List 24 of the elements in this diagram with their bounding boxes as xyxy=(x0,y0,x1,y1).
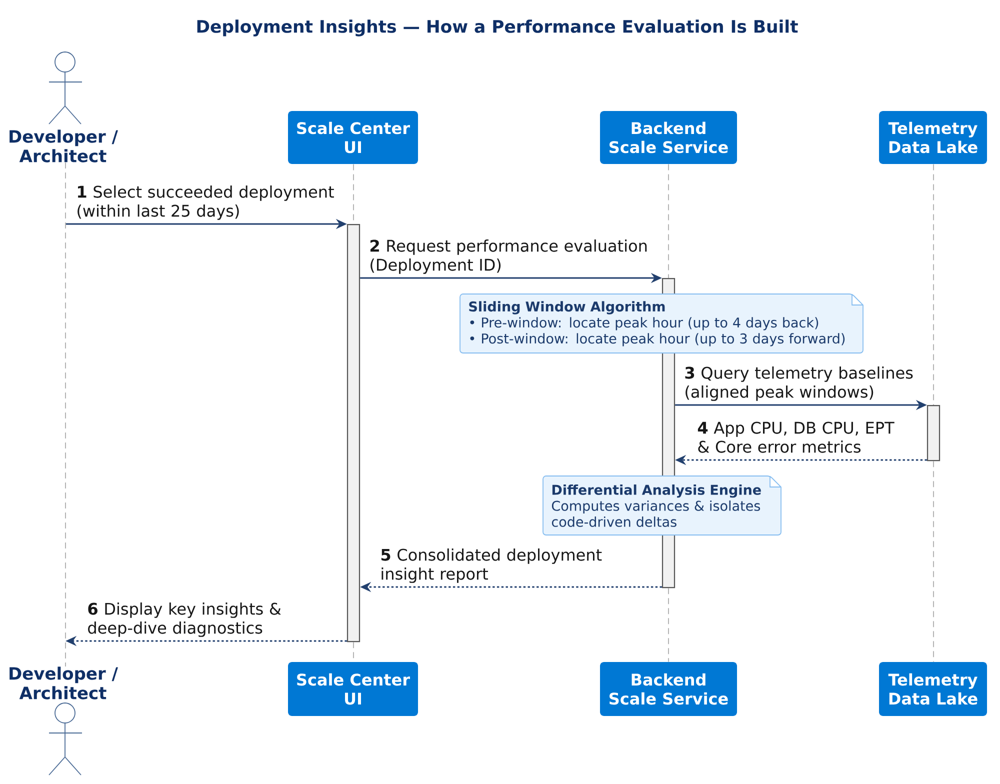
edge-label: 2 Request performance evaluation (Deployment ID) xyxy=(370,239,647,274)
edge-label: 6 Display key insights & deep-dive diagnostics xyxy=(88,602,281,637)
edge-label: 3 Query telemetry baselines (aligned peak windows) xyxy=(685,366,913,401)
actor-label: Developer / Architect xyxy=(10,666,118,700)
participant-box: Backend Scale Service xyxy=(600,111,738,164)
lifeline xyxy=(933,460,934,662)
lifeline xyxy=(65,162,66,667)
actor-label: Developer / Architect xyxy=(10,130,118,162)
note: Differential Analysis Engine Computes variances & isolates code-driven deltas xyxy=(542,476,782,536)
lifeline xyxy=(668,164,669,278)
edge-label: 4 App CPU, DB CPU, EPT & Core error metrics xyxy=(698,422,894,453)
participant-box: Backend Scale Service xyxy=(600,662,738,716)
lifeline xyxy=(668,588,669,662)
participant-box: Scale Center UI xyxy=(288,662,418,716)
edge-label: 5 Consolidated deployment insight report xyxy=(381,548,602,583)
participant-box: Telemetry Data Lake xyxy=(879,111,988,164)
note: Sliding Window Algorithm • Pre-window: locate peak hour (up to 4 days back) • Post-window: locate peak hour (up to 3 days forward) xyxy=(460,294,864,354)
edge-label: 1 Select succeeded deployment (within last 25 days) xyxy=(78,185,334,220)
participant-box: Scale Center UI xyxy=(288,111,418,164)
participant-box: Telemetry Data Lake xyxy=(879,662,988,716)
lifeline xyxy=(933,164,934,406)
title: Deployment Insights — How a Performance Evaluation Is Built xyxy=(197,20,798,36)
activation-bar xyxy=(346,224,360,642)
activation-bar xyxy=(926,405,940,462)
